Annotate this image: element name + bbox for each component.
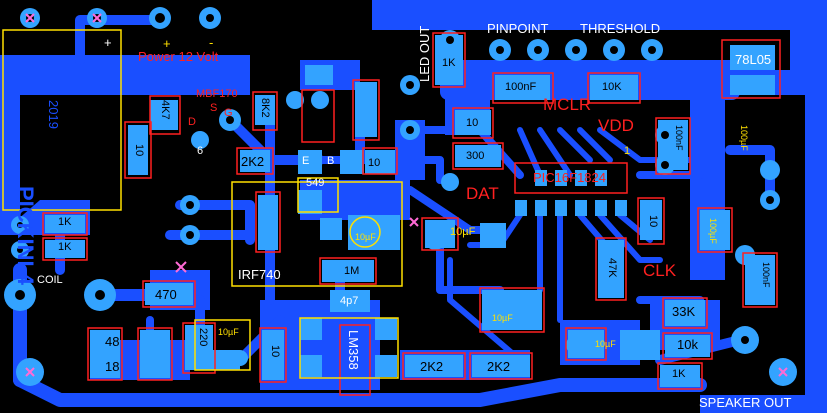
led-out-label: LED OUT [417, 25, 432, 82]
capacitor-plus-sign: + [104, 35, 112, 50]
resistor-33k-label: 33K [672, 304, 696, 319]
mosfet-s-pin: S [210, 102, 218, 114]
resistor-2k2-c-label: 2K2 [487, 359, 511, 374]
pin-1-label: 1 [624, 145, 631, 157]
power-mosfet-label: IRF740 [238, 267, 281, 282]
capacitor-10uf-e-label: 10µF [595, 339, 616, 349]
resistor-1k-led-label: 1K [442, 57, 456, 69]
threshold-label: THRESHOLD [580, 21, 661, 36]
resistor-220-label: 220 [197, 328, 209, 347]
resistor-8k2-label: 8K2 [259, 98, 271, 118]
microcontroller-label: PIC16F1824 [533, 170, 606, 185]
capacitor-100uf-b-label: 100µF [708, 218, 718, 244]
dat-label: DAT [466, 184, 499, 203]
pads [4, 7, 797, 387]
capacitor-100nf-b-label: 100nF [674, 125, 684, 151]
mosfet-g-pin: G [224, 107, 233, 119]
capacitor-100nf-c-label: 100nF [761, 262, 771, 288]
mclr-label: MCLR [543, 95, 592, 114]
resistor-1k-b-label: 1K [58, 241, 72, 253]
resistor-1k-a-label: 1K [58, 216, 72, 228]
capacitor-100uf-a-label: 100µF [739, 125, 749, 151]
capacitor-10uf-c-label: 10µF [450, 226, 476, 238]
transistor-b-pin: B [327, 155, 335, 167]
transistor-label: 549 [306, 177, 325, 189]
resistor-48-label: 48 [105, 334, 120, 349]
resistor-2k2-b-label: 2K2 [420, 359, 444, 374]
opamp-label: LM358 [346, 330, 361, 370]
regulator-label: 78L05 [735, 52, 772, 67]
resistor-10k-a-label: 10K [602, 81, 622, 93]
coil-label: COIL [37, 274, 63, 286]
capacitor-10uf-b-label: 10µF [355, 232, 376, 242]
power-minus-sign: - [209, 35, 214, 50]
resistor-300-label: 300 [466, 150, 485, 162]
capacitor-10uf-d-label: 10µF [492, 313, 513, 323]
board-title: PICKINI 4 [13, 186, 38, 286]
drill-holes [15, 13, 774, 344]
capacitor-main-label: 2200µF [5, 35, 63, 54]
speaker-out-label: SPEAKER OUT [699, 395, 792, 410]
resistor-10-c-label: 10 [368, 157, 381, 169]
small-mosfet-label: MBF170 [196, 88, 238, 100]
resistor-10-d-label: 10 [466, 117, 479, 129]
resistor-10-b-label: 10 [269, 345, 281, 358]
power-plus-sign: + [163, 36, 171, 51]
resistor-10k-b-label: 10k [677, 337, 698, 352]
resistor-18-label: 18 [105, 359, 120, 374]
clk-label: CLK [643, 261, 677, 280]
resistor-10-e-label: 10 [647, 215, 659, 228]
resistor-1m-label: 1M [344, 265, 360, 277]
pin-6-label: 6 [197, 145, 204, 157]
component-outlines [2, 29, 403, 379]
silkscreen-outlines [42, 32, 781, 396]
board-year: 2019 [46, 100, 61, 129]
pinpoint-label: PINPOINT [487, 21, 549, 36]
markers [25, 13, 788, 377]
capacitor-4p7-label: 4p7 [340, 295, 359, 307]
mosfet-d-pin: D [188, 116, 196, 128]
transistor-e-pin: E [302, 155, 310, 167]
capacitor-10uf-a-label: 10µF [218, 327, 239, 337]
capacitor-100nf-a-label: 100nF [505, 81, 537, 93]
resistor-4k7-label: 4K7 [159, 100, 171, 120]
resistor-2k2-a-label: 2K2 [241, 154, 265, 169]
power-label: Power 12 Volt [138, 49, 219, 64]
resistor-10-left-label: 10 [133, 144, 145, 157]
resistor-1k-c-label: 1K [672, 368, 686, 380]
vdd-label: VDD [598, 116, 634, 135]
resistor-470-label: 470 [155, 287, 177, 302]
resistor-47k-label: 47K [606, 258, 618, 278]
